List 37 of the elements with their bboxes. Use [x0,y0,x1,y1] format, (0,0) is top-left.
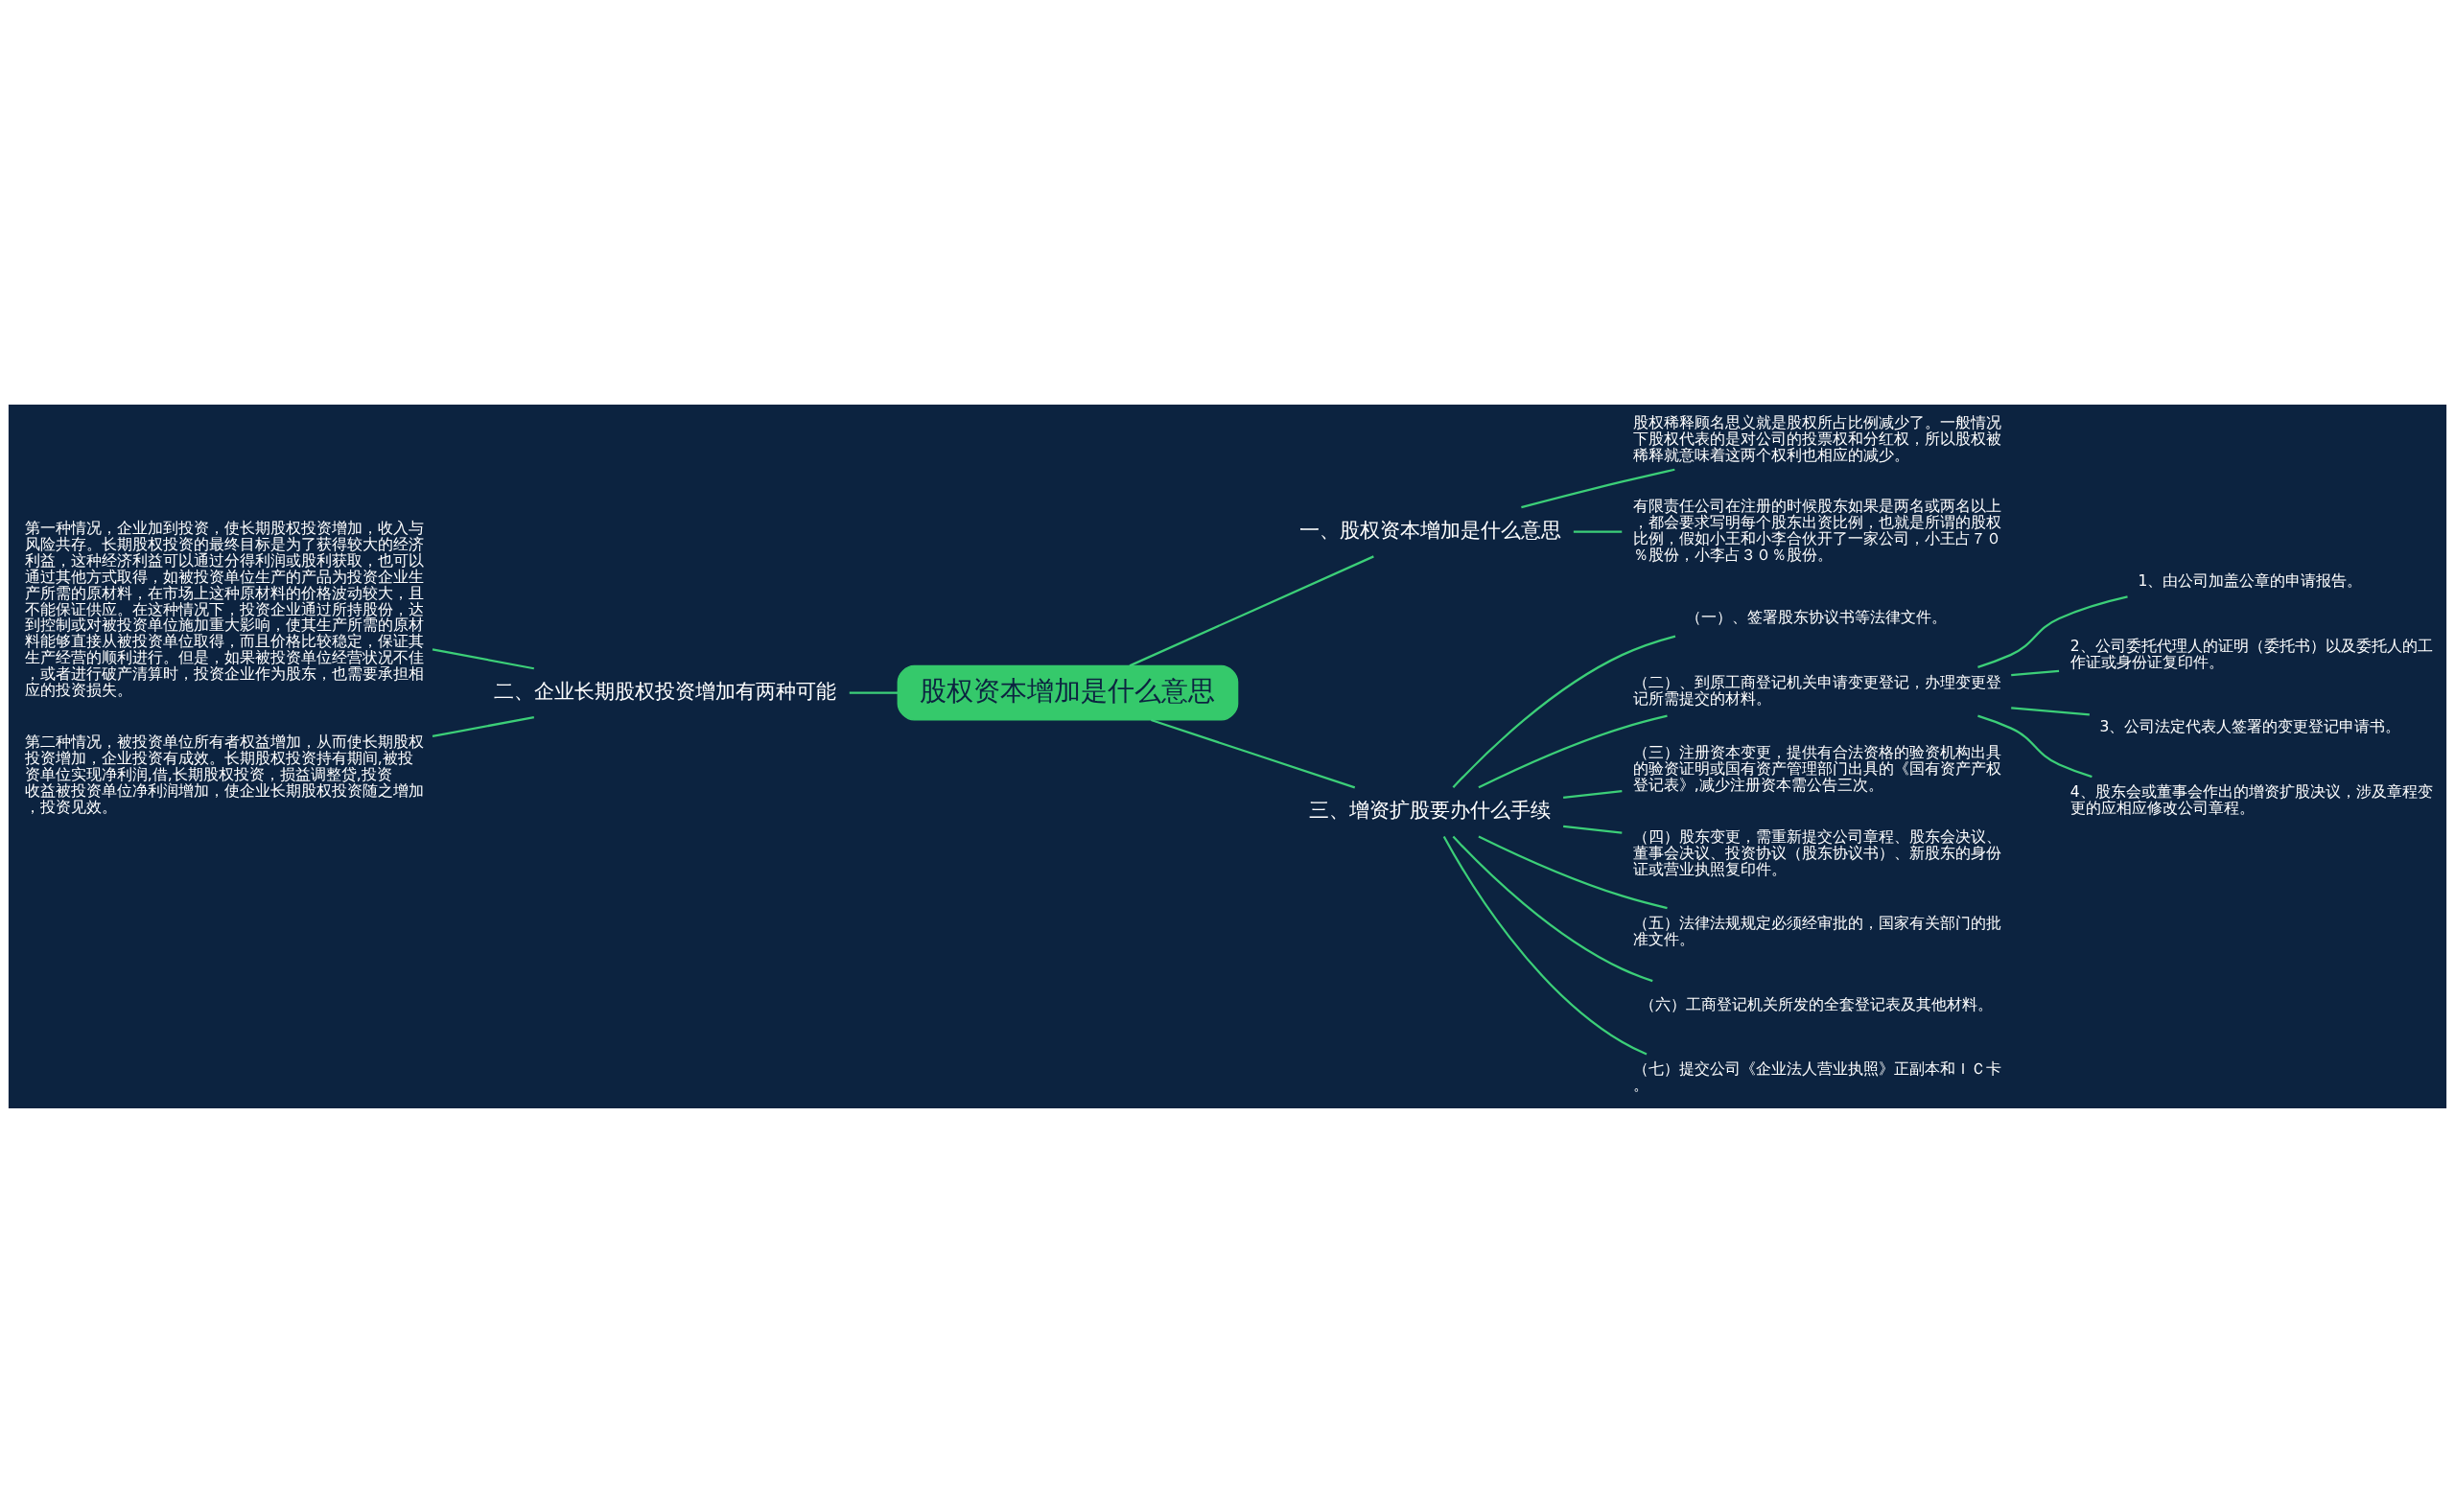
connector [2011,706,2090,715]
node-text: 股权稀释顾名思义就是股权所占比例减少了。一般情况下股权代表的是对公司的投票权和分红权，所以股权被稀释就意味着这两个权利也相应的减少。 [1632,413,2001,464]
connector [1478,834,1668,909]
connector [1563,789,1623,799]
node-text: 2、公司委托代理人的证明（委托书）以及委托人的工作证或身份证复印件。 [2069,637,2433,671]
node-text: 二、企业长期股权投资增加有两种可能 [494,678,837,703]
node-text: 1、由公司加盖公章的申请报告。 [2138,571,2363,590]
connector [1977,714,2093,778]
node-text: （二）、到原工商登记机关申请变更登记，办理变更登记所需提交的材料。 [1632,673,2001,708]
node-box: 股权资本增加是什么意思 [897,664,1239,721]
node-text: （三）注册资本变更，提供有合法资格的验资机构出具的验资证明或国有资产管理部门出具的《国有资产产权登记表》,减少注册资本需公告三次。 [1632,743,2001,794]
connector [1977,594,2128,668]
node-text: （一）、签署股东协议书等法律文件。 [1686,608,1948,626]
connector [1452,634,1676,788]
connector [1129,554,1374,666]
connector [1151,718,1356,788]
connector [1563,825,1623,834]
node-text: 第一种情况，企业加到投资，使长期股权投资增加，收入与风险共存。长期股权投资的最终目标是为了获得较大的经济利益，这种经济利益可以通过分得利润或股利获取，也可以通过其他方式取得，如被投资单位生产的产品为投资企业生产所需的原材料，在市场上这种原材料的价格波动较大，且不能保证供应。在这种情况下，投资企业通过所持股份，达到控制或对被投资单位施加重大影响，使其生产所需的原材料能够直接从被投资单位取得，而且价格比较稳定，保证其生产经营的顺利进行。但是，如果被投资单位经营状况不佳，或者进行破产清算时，投资企业作为股东，也需要承担相应的投资损失。 [24,519,424,699]
connector [1521,468,1675,508]
connector [432,715,535,737]
node-text: （六）工商登记机关所发的全套登记表及其他材料。 [1640,995,1994,1013]
node-text: （五）法律法规规定必须经审批的，国家有关部门的批准文件。 [1632,914,2001,948]
node-text: （七）提交公司《企业法人营业执照》正副本和ＩＣ卡。 [1632,1059,2001,1094]
connector [1452,835,1653,982]
node-text: 一、股权资本增加是什么意思 [1298,517,1561,542]
connector [1573,530,1623,533]
connector [1442,835,1648,1056]
node-text: （四）股东变更，需重新提交公司章程、股东会决议、董事会决议、投资协议（股东协议书）、新股东的身份证或营业执照复印件。 [1632,827,2001,878]
node-text: 三、增资扩股要办什么手续 [1309,797,1552,822]
connector [1478,714,1668,788]
node-text: 有限责任公司在注册的时候股东如果是两名或两名以上，都会要求写明每个股东出资比例，也就是所谓的股权比例，假如小王和小李合伙开了一家公司，小王占７０％股份，小李占３０％股份。 [1632,497,2001,564]
node-text: 第二种情况，被投资单位所有者权益增加，从而使长期股权投资增加，企业投资有成效。长期股权投资持有期间,被投资单位实现净利润,借,长期股权投资，损益调整贷,投资收益被投资单位净利润增加，使企业长期股权投资随之增加，投资见效。 [24,733,424,816]
connector [849,691,898,694]
node-text: 4、股东会或董事会作出的增资扩股决议，涉及章程变更的应相应修改公司章程。 [2069,782,2433,817]
node-text: 3、公司法定代表人签署的变更登记申请书。 [2099,717,2401,735]
connector [2011,669,2060,676]
connector [432,647,535,669]
